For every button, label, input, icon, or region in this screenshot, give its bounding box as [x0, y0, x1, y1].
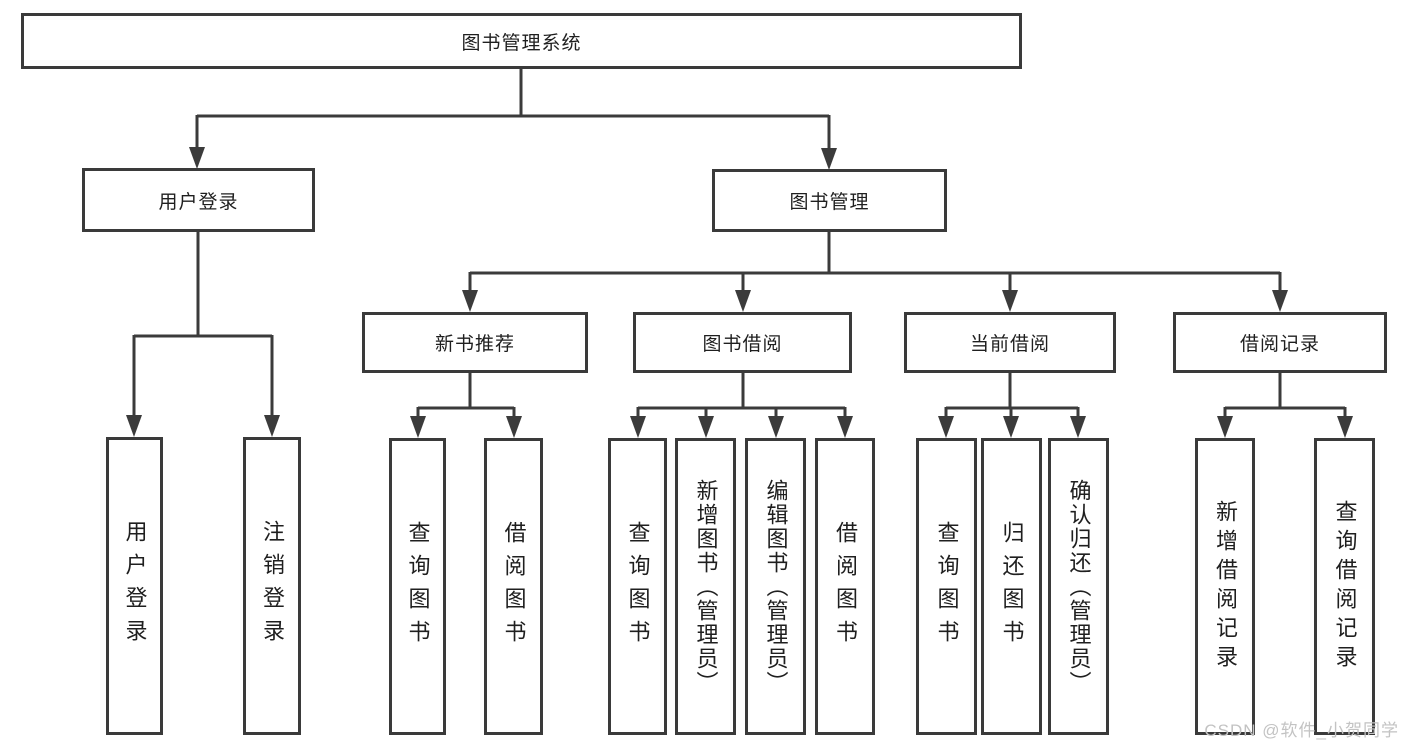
node-leaf-return-book: 归还图书 — [981, 438, 1042, 735]
node-leaf-query-book-recommend-label: 查询图书 — [405, 520, 431, 653]
connector-current-borrow-children — [944, 373, 1080, 420]
arrowheads-new-book-rec-children — [410, 416, 522, 438]
node-leaf-query-book-recommend: 查询图书 — [389, 438, 446, 735]
arrowheads-level2 — [189, 147, 837, 170]
node-leaf-edit-book-admin: 编辑图书（管理员） — [745, 438, 806, 735]
node-leaf-query-book-borrow: 查询图书 — [608, 438, 667, 735]
node-leaf-edit-book-admin-label: 编辑图书（管理员） — [763, 478, 789, 695]
node-user-login: 用户登录 — [82, 168, 315, 232]
connector-borrow-record-children — [1223, 373, 1347, 420]
node-current-borrowing: 当前借阅 — [904, 312, 1116, 373]
connector-root-to-level2 — [195, 69, 831, 150]
node-new-book-recommend: 新书推荐 — [362, 312, 588, 373]
node-leaf-query-borrow-record: 查询借阅记录 — [1314, 438, 1375, 735]
node-leaf-confirm-return-admin: 确认归还（管理员） — [1048, 438, 1109, 735]
node-book-borrowing: 图书借阅 — [633, 312, 852, 373]
node-leaf-return-book-label: 归还图书 — [999, 520, 1025, 653]
node-leaf-query-borrow-record-label: 查询借阅记录 — [1332, 499, 1358, 674]
node-leaf-confirm-return-admin-label: 确认归还（管理员） — [1066, 478, 1092, 695]
node-leaf-user-login: 用户登录 — [106, 437, 163, 735]
connector-book-borrow-children — [636, 373, 847, 420]
node-leaf-add-borrow-record: 新增借阅记录 — [1195, 438, 1255, 735]
node-leaf-add-book-admin-label: 新增图书（管理员） — [693, 478, 719, 695]
node-leaf-borrow-book-recommend-label: 借阅图书 — [501, 520, 527, 653]
node-book-management: 图书管理 — [712, 169, 947, 232]
arrowheads-book-borrow-children — [630, 416, 853, 438]
arrowheads-current-borrow-children — [938, 416, 1086, 438]
node-leaf-add-borrow-record-label: 新增借阅记录 — [1213, 499, 1238, 674]
connector-book-mgmt-children — [468, 232, 1282, 293]
csdn-watermark: CSDN @软件_小贺同学 — [1204, 721, 1399, 740]
node-borrow-records: 借阅记录 — [1173, 312, 1387, 373]
node-leaf-query-book-borrow-label: 查询图书 — [625, 520, 651, 653]
node-root: 图书管理系统 — [21, 13, 1022, 69]
node-leaf-query-book-current-label: 查询图书 — [934, 520, 960, 653]
connector-user-login-children — [132, 232, 274, 418]
connector-new-book-rec-children — [416, 373, 516, 420]
node-leaf-borrow-book-recommend: 借阅图书 — [484, 438, 543, 735]
arrowheads-user-login-children — [126, 415, 280, 437]
arrowheads-borrow-record-children — [1217, 416, 1353, 438]
arrowheads-book-mgmt-children — [462, 290, 1288, 312]
node-leaf-borrow-book-borrow-label: 借阅图书 — [833, 520, 858, 653]
node-leaf-add-book-admin: 新增图书（管理员） — [675, 438, 736, 735]
node-leaf-query-book-current: 查询图书 — [916, 438, 977, 735]
node-leaf-logout-label: 注销登录 — [260, 520, 285, 652]
node-leaf-borrow-book-borrow: 借阅图书 — [815, 438, 875, 735]
node-leaf-logout: 注销登录 — [243, 437, 301, 735]
node-leaf-user-login-label: 用户登录 — [122, 520, 148, 652]
